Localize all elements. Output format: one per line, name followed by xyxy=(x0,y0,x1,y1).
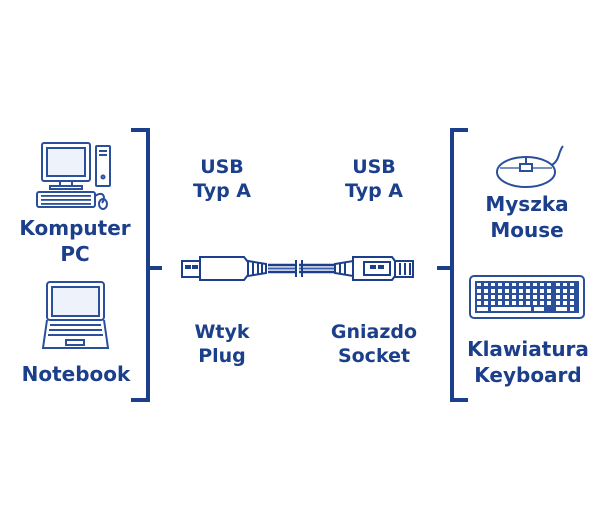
socket-type-label: USB Typ A xyxy=(344,156,403,202)
desktop-computer-icon xyxy=(36,142,111,210)
keyboard-icon xyxy=(469,275,585,319)
laptop-keyboard-keys xyxy=(48,324,103,336)
desktop-keyboard-keys xyxy=(41,195,91,205)
mouse-icon xyxy=(496,145,564,188)
keyboard-label: Klawiatura Keyboard xyxy=(467,337,589,387)
usb-cable xyxy=(268,259,335,278)
plug-label: Wtyk Plug xyxy=(194,321,250,367)
mouse-label: Myszka Mouse xyxy=(485,192,569,242)
usb-a-plug-icon xyxy=(181,256,267,281)
notebook-label: Notebook xyxy=(21,362,131,386)
right-bracket xyxy=(437,128,468,402)
laptop-icon xyxy=(41,281,110,349)
computer-label: Komputer PC xyxy=(19,216,131,266)
usb-a-socket-icon xyxy=(334,256,414,281)
socket-label: Gniazdo Socket xyxy=(330,321,418,367)
left-bracket xyxy=(131,128,162,402)
plug-type-label: USB Typ A xyxy=(192,156,251,202)
